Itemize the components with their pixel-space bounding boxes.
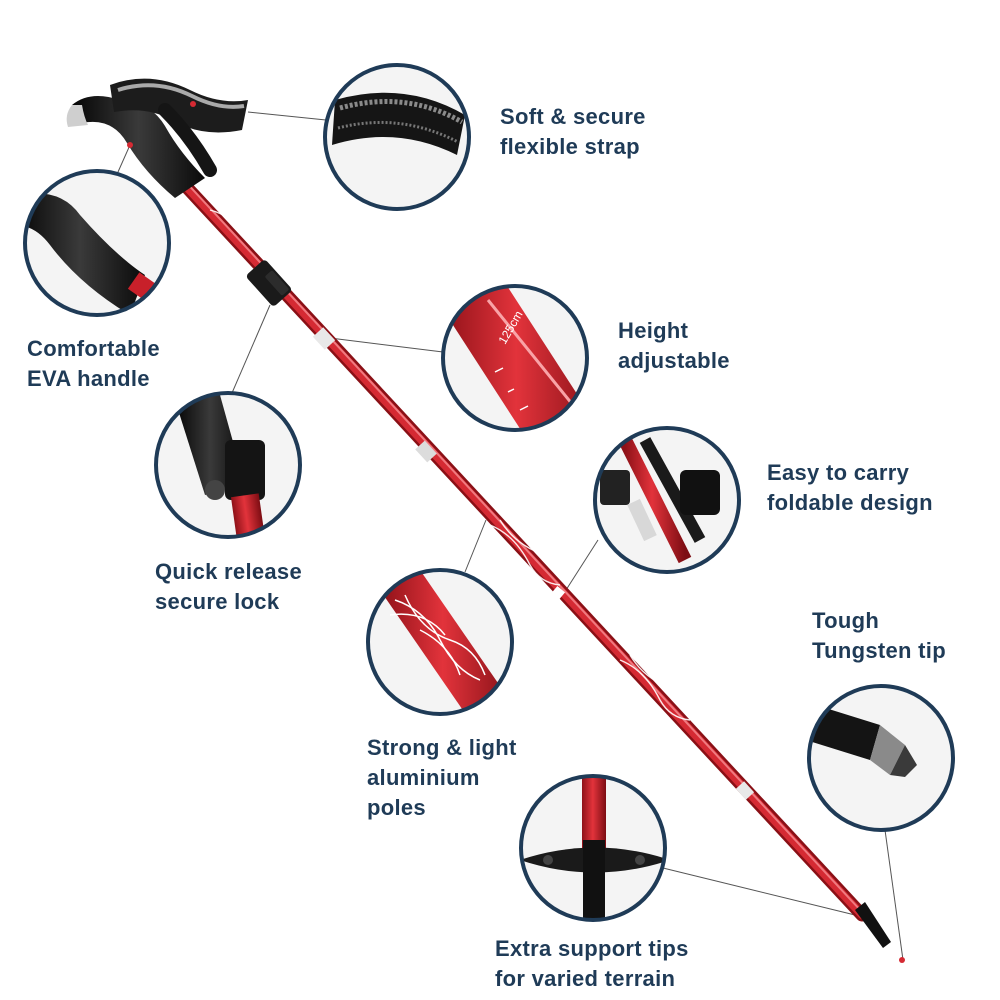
poles-label-line3: poles (367, 795, 426, 820)
handle-label-line1: Comfortable (27, 336, 160, 361)
lock-label: Quick release secure lock (155, 557, 302, 617)
poles-label-line1: Strong & light (367, 735, 517, 760)
detail-circle-tip (807, 684, 955, 832)
tip-label-line1: Tough (812, 608, 880, 633)
support-label-line1: Extra support tips (495, 936, 689, 961)
height-label-line1: Height (618, 318, 689, 343)
detail-circle-height: 125cm (441, 284, 589, 432)
height-label: Height adjustable (618, 316, 730, 376)
support-label-line2: for varied terrain (495, 966, 676, 991)
carry-label-line1: Easy to carry (767, 460, 910, 485)
detail-circle-support (519, 774, 667, 922)
poles-label-line2: aluminium (367, 765, 480, 790)
strap-label-line2: flexible strap (500, 134, 640, 159)
carry-label: Easy to carry foldable design (767, 458, 933, 518)
detail-circle-poles (366, 568, 514, 716)
poles-label: Strong & light aluminium poles (367, 733, 517, 823)
detail-circle-foldable (593, 426, 741, 574)
detail-circle-strap (323, 63, 471, 211)
detail-circle-lock (154, 391, 302, 539)
carry-label-line2: foldable design (767, 490, 933, 515)
support-label: Extra support tips for varied terrain (495, 934, 689, 994)
lock-label-line1: Quick release (155, 559, 302, 584)
detail-circle-handle (23, 169, 171, 317)
trekking-pole (66, 78, 905, 963)
height-label-line2: adjustable (618, 348, 730, 373)
strap-label: Soft & secure flexible strap (500, 102, 646, 162)
tip-label-line2: Tungsten tip (812, 638, 946, 663)
leader-lines (117, 111, 904, 961)
tip-label: Tough Tungsten tip (812, 606, 946, 666)
handle-label: Comfortable EVA handle (27, 334, 160, 394)
lock-label-line2: secure lock (155, 589, 280, 614)
handle-label-line2: EVA handle (27, 366, 150, 391)
strap-label-line1: Soft & secure (500, 104, 646, 129)
